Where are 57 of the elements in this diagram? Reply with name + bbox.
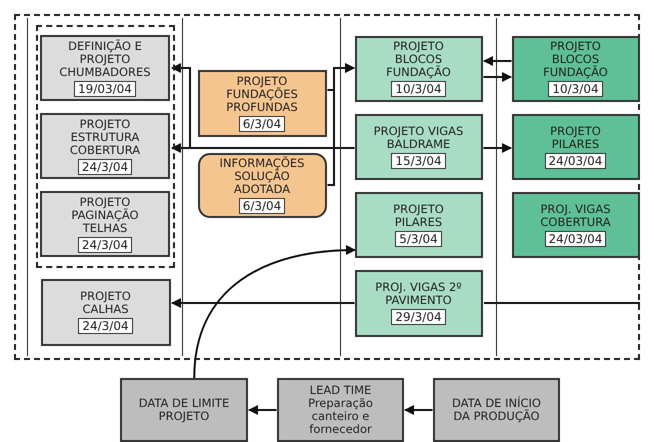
process-box xyxy=(40,113,170,179)
arrow xyxy=(484,72,512,82)
process-box xyxy=(40,191,170,257)
date-label: 15/3/04 xyxy=(391,152,446,168)
box-title: DEFINIÇÃO E PROJETO CHUMBADORES xyxy=(58,40,152,78)
arrow xyxy=(483,56,512,66)
date-label: 5/3/04 xyxy=(395,230,442,246)
date-label: 29/3/04 xyxy=(391,309,446,325)
box-title: PROJ. VIGAS 2º PAVIMENTO xyxy=(374,281,463,307)
date-label: 10/3/04 xyxy=(548,81,603,97)
date-label: 24/3/04 xyxy=(78,318,133,334)
date-label: 24/3/04 xyxy=(78,236,132,252)
arrow xyxy=(248,405,276,415)
arrow xyxy=(328,63,355,186)
box-title: PROJETO PAGINAÇÃO TELHAS xyxy=(70,196,140,234)
arrow xyxy=(484,143,512,153)
date-label: 24/03/04 xyxy=(544,152,606,168)
box-title: PROJETO VIGAS BALDRAME xyxy=(372,124,464,150)
box-title: LEAD TIME xyxy=(310,384,372,397)
box-title: DATA DE LIMITE PROJETO xyxy=(138,397,230,423)
date-label: 10/3/04 xyxy=(391,81,446,97)
date-label: 24/03/04 xyxy=(544,230,606,246)
box-title: PROJETO PILARES xyxy=(549,124,602,150)
process-box xyxy=(354,270,482,336)
process-box xyxy=(512,114,640,180)
date-label: 24/3/04 xyxy=(78,158,132,174)
box-title: PROJETO BLOCOS FUNDAÇÃO xyxy=(542,40,609,79)
date-label: 6/3/04 xyxy=(238,198,286,214)
process-box xyxy=(40,278,170,346)
process-box xyxy=(433,378,560,442)
process-box xyxy=(512,36,640,102)
dashed-group-frame xyxy=(14,14,640,360)
arrow xyxy=(404,405,432,415)
box-title: DATA DE INÍCIO DA PRODUÇÃO xyxy=(451,397,542,423)
arrow xyxy=(171,143,354,153)
box-title: PROJETO BLOCOS FUNDAÇÃO xyxy=(385,40,452,79)
process-box xyxy=(120,378,248,442)
box-title: PROJETO ESTRUTURA COBERTURA xyxy=(68,118,142,156)
box-title: INFORMAÇÕES SOLUÇÃO ADOTADA xyxy=(218,156,306,196)
process-box xyxy=(512,192,640,258)
dashed-group-frame xyxy=(36,24,174,268)
box-title: PROJ. VIGAS COBERTURA xyxy=(539,202,612,228)
date-label: 19/03/04 xyxy=(74,80,136,96)
box-title: PROJETO FUNDAÇÕES PROFUNDAS xyxy=(225,74,299,114)
box-title: PROJETO PILARES xyxy=(392,202,445,228)
date-label: 6/3/04 xyxy=(238,116,286,132)
process-box xyxy=(354,192,482,258)
arrow xyxy=(171,298,354,308)
box-description: Preparação canteiro e fornecedor xyxy=(307,397,374,436)
process-box xyxy=(354,114,482,180)
process-box xyxy=(40,35,170,101)
arrow xyxy=(193,245,356,378)
process-box xyxy=(277,378,404,442)
box-title: PROJETO CALHAS xyxy=(79,290,132,316)
process-box xyxy=(198,70,326,136)
process-box xyxy=(354,36,482,102)
rounded-process-box xyxy=(198,152,326,218)
